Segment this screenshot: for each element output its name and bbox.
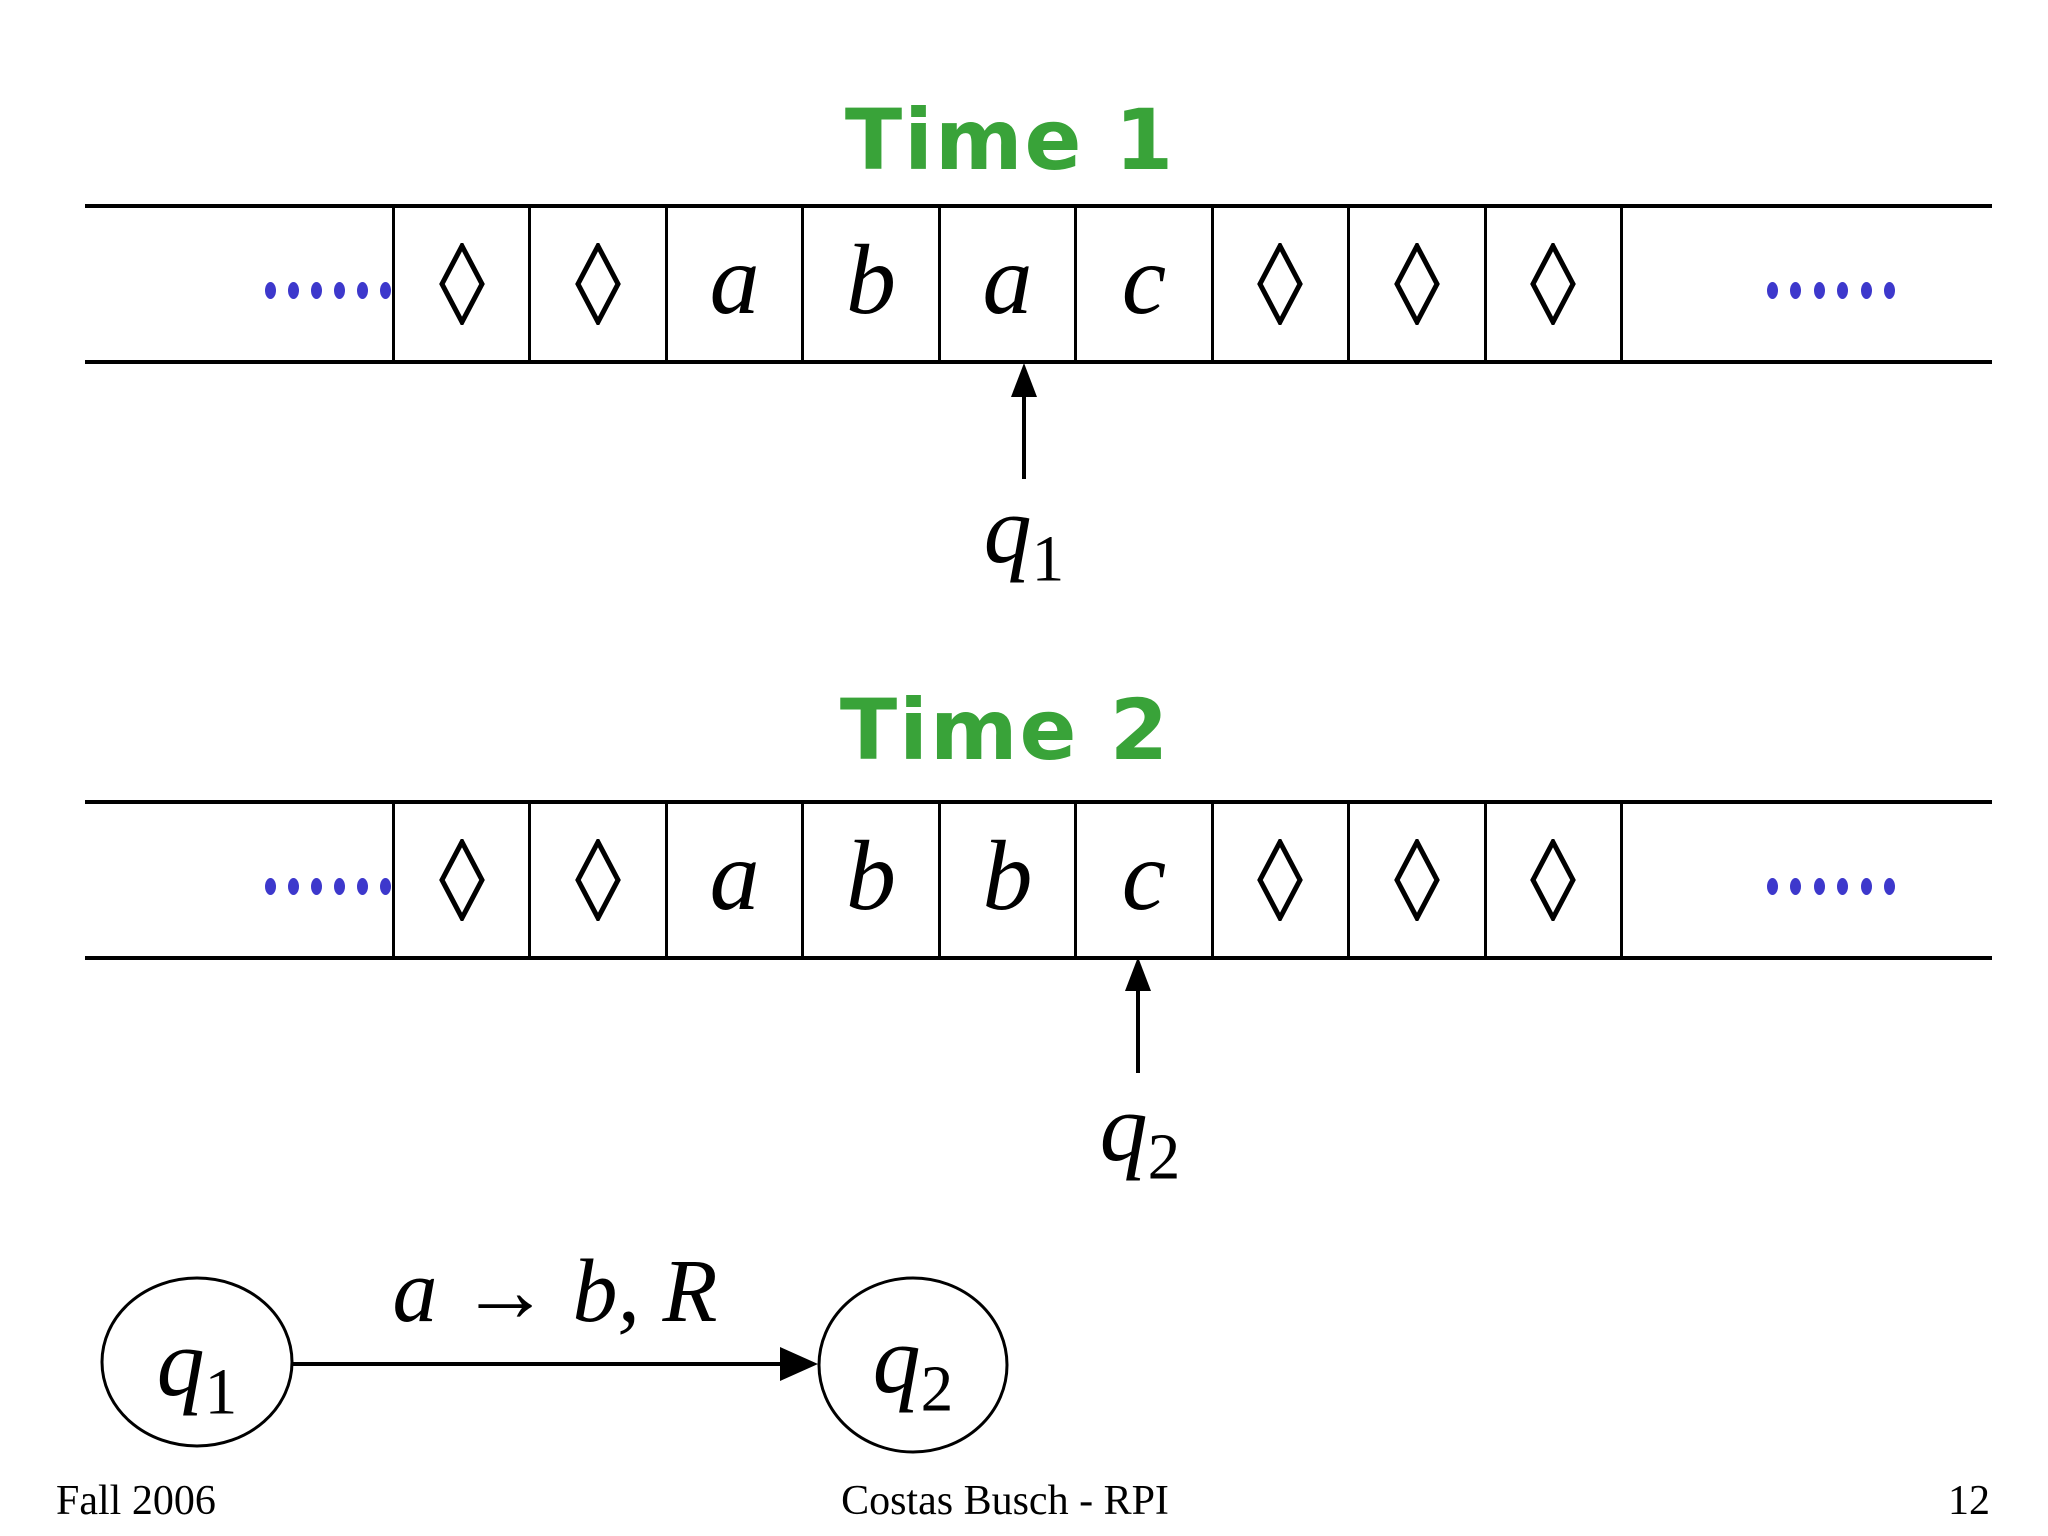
blank-diamond-icon bbox=[438, 243, 485, 325]
time2-title: Time 2 bbox=[839, 681, 1171, 779]
ellipsis-dot bbox=[334, 877, 345, 895]
ellipsis-dot bbox=[1767, 877, 1778, 895]
tape-cell-1 bbox=[528, 208, 664, 360]
tape-cell-8 bbox=[1483, 804, 1623, 956]
tape-cell-6 bbox=[1210, 804, 1347, 956]
ellipsis-dot bbox=[357, 281, 368, 299]
time1-title: Time 1 bbox=[844, 91, 1176, 189]
ellipsis-dot bbox=[265, 281, 276, 299]
head-pointer-arrow-q1 bbox=[1011, 363, 1037, 479]
blank-diamond-icon bbox=[1393, 243, 1440, 325]
ellipsis-dot bbox=[1860, 281, 1872, 299]
head-pointer-arrow-q2 bbox=[1125, 957, 1151, 1073]
blank-diamond-icon bbox=[1257, 243, 1304, 325]
ellipsis-dot bbox=[1813, 877, 1825, 895]
blank-diamond-icon bbox=[575, 839, 621, 921]
blank-diamond-icon bbox=[1393, 839, 1440, 921]
tape-symbol: b bbox=[846, 224, 897, 335]
transition-rule-label: a → b, R bbox=[392, 1242, 718, 1341]
tape-cell-5: c bbox=[1074, 804, 1210, 956]
footer-author: Costas Busch - RPI bbox=[841, 1478, 1169, 1524]
ellipsis-dot bbox=[311, 877, 322, 895]
state-base: q bbox=[872, 1306, 921, 1413]
tape1-right-ellipsis-dots bbox=[1767, 208, 1895, 360]
tape-symbol: c bbox=[1121, 224, 1167, 335]
tape-cell-6 bbox=[1210, 208, 1347, 360]
ellipsis-dot bbox=[288, 877, 299, 895]
state-base: q bbox=[1099, 1074, 1148, 1181]
tape-cell-4: a bbox=[937, 208, 1074, 360]
tape-cell-5: c bbox=[1074, 208, 1210, 360]
footer-semester: Fall 2006 bbox=[56, 1478, 216, 1524]
tape-cell-8 bbox=[1483, 208, 1623, 360]
state-sub: 2 bbox=[920, 1353, 954, 1426]
ellipsis-dot bbox=[1837, 281, 1849, 299]
tape-cell-0 bbox=[392, 208, 528, 360]
tape-symbol: a bbox=[982, 224, 1033, 335]
ellipsis-dot bbox=[1837, 877, 1849, 895]
tape-cell-3: b bbox=[801, 804, 937, 956]
ellipsis-dot bbox=[334, 281, 345, 299]
ellipsis-dot bbox=[1767, 281, 1778, 299]
state-q2-node bbox=[817, 1276, 1009, 1454]
tape-cell-7 bbox=[1347, 804, 1483, 956]
diagram-state-label-q1: q1 bbox=[97, 1315, 297, 1425]
blank-diamond-icon bbox=[438, 839, 485, 921]
head-state-label-q2: q2 bbox=[1060, 1080, 1220, 1190]
ellipsis-dot bbox=[288, 281, 299, 299]
tape-symbol: c bbox=[1121, 820, 1167, 931]
ellipsis-dot bbox=[380, 281, 391, 299]
tape2-right-ellipsis-dots bbox=[1767, 804, 1895, 956]
blank-diamond-icon bbox=[1530, 243, 1577, 325]
tape-symbol: b bbox=[846, 820, 897, 931]
tape-cell-0 bbox=[392, 804, 528, 956]
state-sub: 1 bbox=[204, 1356, 238, 1429]
state-sub: 1 bbox=[1031, 523, 1065, 596]
ellipsis-dot bbox=[1790, 281, 1802, 299]
ellipsis-dot bbox=[357, 877, 368, 895]
ellipsis-dot bbox=[1860, 877, 1872, 895]
tape2-left-ellipsis-dots bbox=[265, 804, 391, 956]
tape-cell-7 bbox=[1347, 208, 1483, 360]
tape-cell-2: a bbox=[664, 804, 801, 956]
blank-diamond-icon bbox=[1530, 839, 1577, 921]
tape1-left-ellipsis-dots bbox=[265, 208, 391, 360]
footer-page-number: 12 bbox=[1948, 1478, 1990, 1524]
tape-cell-2: a bbox=[664, 208, 801, 360]
state-base: q bbox=[983, 476, 1032, 583]
tape-cell-4: b bbox=[937, 804, 1074, 956]
ellipsis-dot bbox=[1883, 281, 1895, 299]
state-sub: 2 bbox=[1147, 1121, 1181, 1194]
tape-symbol: a bbox=[709, 224, 760, 335]
blank-diamond-icon bbox=[1257, 839, 1304, 921]
ellipsis-dot bbox=[311, 281, 322, 299]
tape-symbol: b bbox=[982, 820, 1033, 931]
blank-diamond-icon bbox=[575, 243, 621, 325]
tape-cell-1 bbox=[528, 804, 664, 956]
transition-diagram bbox=[100, 1276, 1009, 1454]
state-base: q bbox=[156, 1309, 205, 1416]
ellipsis-dot bbox=[380, 877, 391, 895]
tape-symbol: a bbox=[709, 820, 760, 931]
ellipsis-dot bbox=[265, 877, 276, 895]
ellipsis-dot bbox=[1790, 877, 1802, 895]
transition-arrow-head bbox=[780, 1347, 818, 1381]
head-state-label-q1: q1 bbox=[944, 482, 1104, 592]
ellipsis-dot bbox=[1813, 281, 1825, 299]
diagram-state-label-q2: q2 bbox=[813, 1312, 1013, 1422]
tape-cell-3: b bbox=[801, 208, 937, 360]
ellipsis-dot bbox=[1883, 877, 1895, 895]
